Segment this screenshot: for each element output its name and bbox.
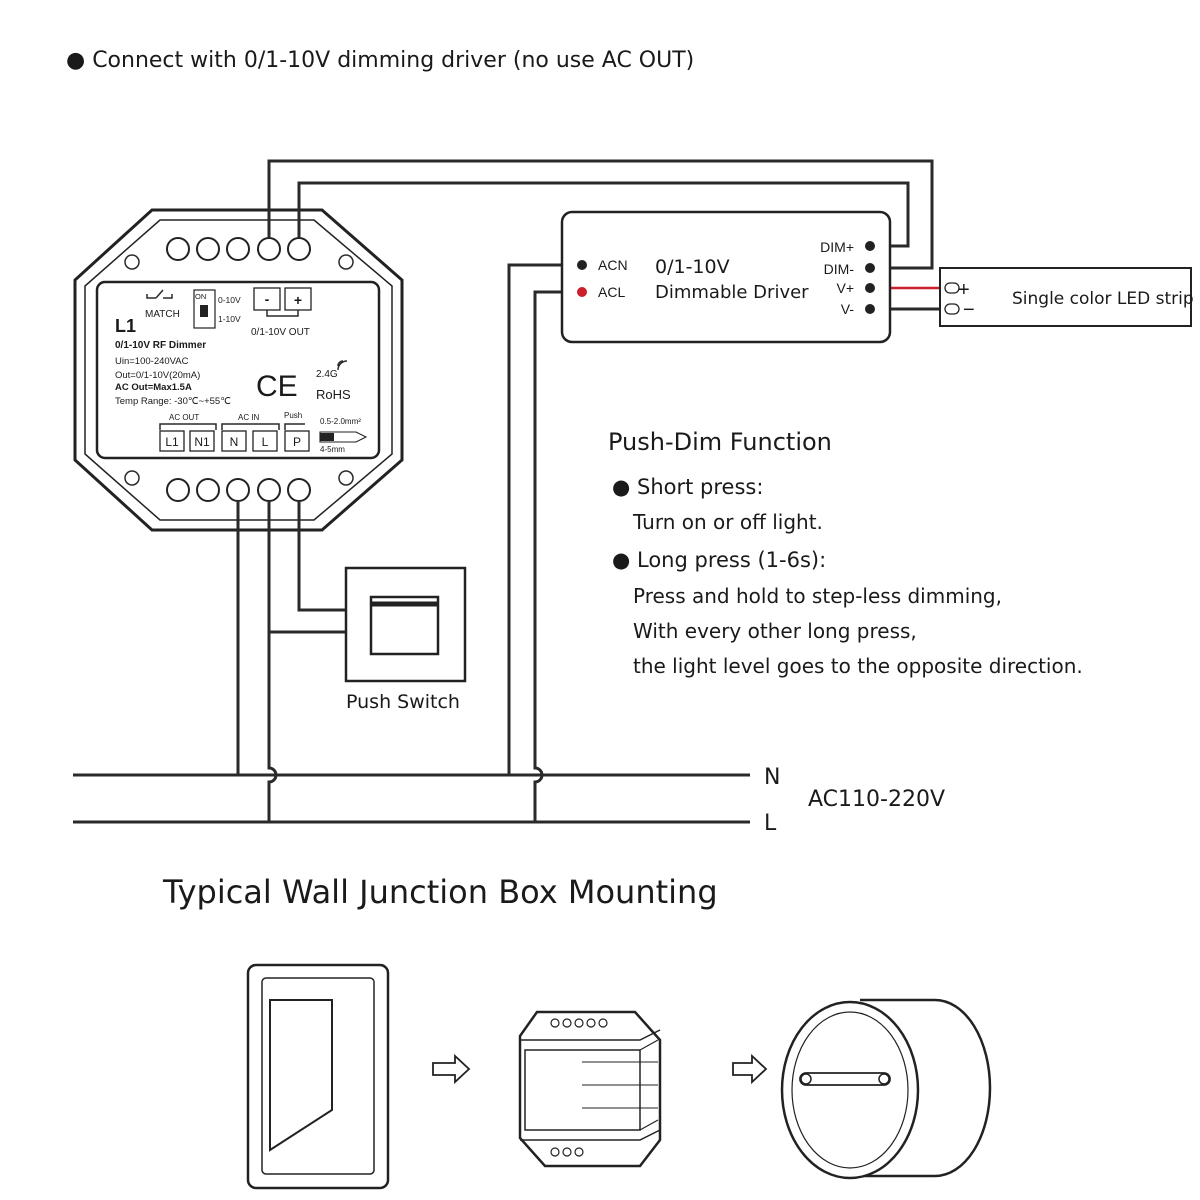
short-press-desc: Turn on or off light. — [632, 510, 823, 534]
short-press-label: ● Short press: — [612, 475, 763, 499]
arrow-right-icon — [432, 1053, 471, 1085]
acl-label: ACL — [598, 284, 625, 300]
v-plus-label: V+ — [836, 280, 854, 296]
wireless-icon — [337, 360, 348, 371]
match-label: MATCH — [145, 309, 180, 320]
dip-110-label: 1-10V — [218, 314, 241, 324]
spec-uin: Uin=100-240VAC — [115, 356, 189, 367]
long-press-desc-2: With every other long press, — [633, 619, 917, 643]
acn-terminal-icon — [577, 260, 587, 270]
acl-terminal-icon — [577, 287, 587, 297]
spec-temp: Temp Range: -30℃~+55℃ — [115, 396, 231, 407]
terminal-l1: L1 — [165, 435, 179, 449]
spec-out: Out=0/1-10V(20mA) — [115, 370, 200, 381]
mains-voltage-label: AC110-220V — [808, 787, 945, 812]
ac-out-label: AC OUT — [169, 413, 199, 422]
wiring — [73, 159, 945, 824]
terminal-n1: N1 — [194, 435, 210, 449]
dip-010-label: 0-10V — [218, 295, 241, 305]
driver-title-2: Dimmable Driver — [655, 282, 809, 303]
ac-in-label: AC IN — [238, 413, 260, 422]
long-press-desc-3: the light level goes to the opposite dir… — [633, 654, 1083, 678]
dimmer-name: 0/1-10V RF Dimmer — [115, 340, 206, 351]
led-strip-label: Single color LED strip — [1012, 289, 1194, 309]
dimmer-module: MATCH ON 0-10V 1-10V - + 0/1-10V OUT L1 … — [73, 208, 404, 532]
dimmer-module-illustration — [518, 1010, 662, 1168]
strip-length-label: 4-5mm — [320, 445, 345, 454]
push-switch-label: Push Switch — [346, 691, 460, 713]
out-minus-label: - — [265, 291, 270, 307]
rohs-label: RoHS — [316, 387, 351, 402]
mount-hole-icon — [338, 470, 354, 486]
long-press-desc-1: Press and hold to step-less dimming, — [633, 584, 1002, 608]
led-plus-label: + — [958, 279, 970, 301]
mains-n-label: N — [764, 765, 780, 790]
push-label: Push — [284, 411, 302, 420]
model-label: L1 — [115, 316, 136, 336]
dim-minus-label: DIM- — [824, 261, 855, 277]
v-minus-label: V- — [841, 301, 855, 317]
dip-on-label: ON — [195, 292, 206, 301]
acn-label: ACN — [598, 257, 628, 273]
mount-hole-icon — [124, 470, 140, 486]
led-plus-pad-icon — [944, 282, 960, 294]
ce-mark: CE — [256, 370, 298, 403]
page-heading: ● Connect with 0/1-10V dimming driver (n… — [66, 48, 694, 73]
match-button-icon — [146, 289, 173, 299]
freq-label: 2.4G — [316, 369, 338, 380]
dimmable-driver: ACN ACL 0/1-10V Dimmable Driver DIM+ DIM… — [560, 210, 892, 344]
led-strip: + − Single color LED strip — [939, 267, 1194, 327]
mount-hole-icon — [338, 254, 354, 270]
dim-plus-label: DIM+ — [820, 239, 854, 255]
junction-box-illustration — [780, 998, 992, 1180]
arrow-right-icon — [732, 1053, 768, 1085]
out-plus-label: + — [294, 292, 302, 308]
dip-switch-icon — [193, 289, 216, 329]
push-switch — [344, 566, 467, 683]
spec-ac-out: AC Out=Max1.5A — [115, 382, 192, 393]
mounting-title: Typical Wall Junction Box Mounting — [162, 873, 718, 911]
terminal-n: N — [230, 435, 239, 449]
top-terminal-screws — [166, 237, 311, 261]
terminal-labels: L1 N1 N L P — [159, 430, 310, 452]
out-label: 0/1-10V OUT — [251, 327, 310, 338]
push-dim-title: Push-Dim Function — [608, 428, 832, 456]
mount-hole-icon — [124, 254, 140, 270]
wire-size-label: 0.5-2.0mm² — [320, 417, 361, 426]
mains-l-label: L — [764, 811, 777, 836]
wall-switch-illustration — [246, 963, 390, 1190]
label-plate — [95, 280, 381, 460]
push-dim-function: Push-Dim Function ● Short press: Turn on… — [608, 428, 1083, 678]
led-minus-label: − — [963, 299, 975, 321]
long-press-label: ● Long press (1-6s): — [612, 548, 826, 572]
bottom-terminal-screws — [166, 478, 311, 502]
terminal-p: P — [293, 435, 301, 449]
terminal-l: L — [262, 435, 269, 449]
driver-title-1: 0/1-10V — [655, 256, 730, 278]
led-minus-pad-icon — [944, 303, 960, 315]
